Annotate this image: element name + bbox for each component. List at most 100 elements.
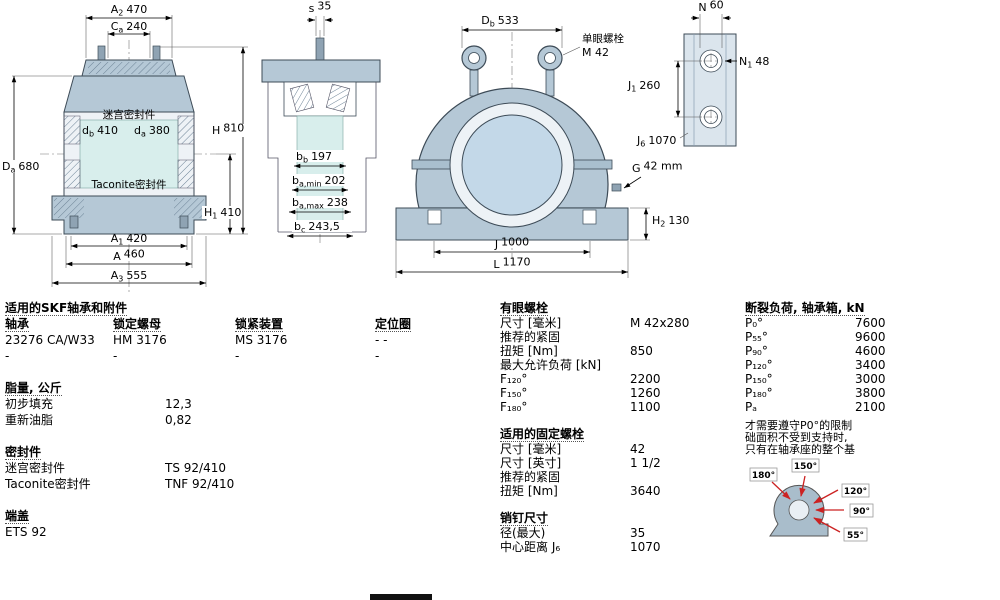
column-breaking-load: 断裂负荷, 轴承箱, kN P₀°7600 P₅₅°9600 P₉₀°4600 … <box>745 300 1000 456</box>
row-value: 3640 <box>630 484 661 498</box>
fixing-bolt-row: 尺寸 [毫米] 42 <box>500 442 745 456</box>
fixing-bolts-section-title: 适用的固定螺栓 <box>500 427 585 442</box>
locking-device-value: - <box>235 349 240 363</box>
eye-bolt-row: F₁₈₀°1100 <box>500 400 745 414</box>
svg-text:180°: 180° <box>752 471 775 481</box>
row-label: F₁₅₀° <box>500 386 528 400</box>
angle-label-120: 120° <box>841 483 870 498</box>
row-label: 尺寸 [英寸] <box>500 456 562 470</box>
pin-row: 径(最大)35 <box>500 526 745 540</box>
locating-ring-value: - - <box>375 333 388 347</box>
row-label: 扭矩 [Nm] <box>500 484 558 498</box>
row-value: 1 1/2 <box>630 456 661 470</box>
row-value: 3000 <box>855 372 886 386</box>
row-label: P₉₀° <box>745 344 768 358</box>
lock-nut-value: HM 3176 <box>113 333 167 347</box>
row-label: P₀° <box>745 316 764 330</box>
foot-bolt-slot <box>427 209 442 225</box>
row-value: 4600 <box>855 344 886 358</box>
end-cover-value: ETS 92 <box>5 525 47 539</box>
seal-section <box>63 115 81 145</box>
row-value: 12,3 <box>165 397 192 411</box>
angle-label-55: 55° <box>843 527 868 542</box>
svg-text:150°: 150° <box>794 462 817 472</box>
row-label: 中心距离 J₆ <box>500 540 561 554</box>
row-label: Pₐ <box>745 400 757 414</box>
angle-label-150: 150° <box>791 458 820 473</box>
grease-fitting <box>611 183 622 192</box>
row-label: 尺寸 [毫米] <box>500 442 562 456</box>
eyebolt-size-label: M 42 <box>582 46 609 59</box>
breaking-load-row: P₁₈₀°3800 <box>745 386 1000 400</box>
row-value: 850 <box>630 344 653 358</box>
roller <box>289 83 315 113</box>
cap-stud <box>152 45 161 61</box>
breaking-load-row: P₉₀° 4600 <box>745 344 1000 358</box>
base-bolt <box>179 215 189 229</box>
angle-label-90: 90° <box>849 503 874 518</box>
locating-ring-value: - <box>375 349 380 363</box>
breaking-load-section-title: 断裂负荷, 轴承箱, kN <box>745 301 865 316</box>
bearing-designation: - <box>5 349 10 363</box>
lock-nut-value: - <box>113 349 118 363</box>
breaking-load-notes: 才需要遵守P0°的限制 础面积不受到支持时, 只有在轴承座的整个基 <box>745 420 1000 456</box>
base-bolt <box>69 215 79 229</box>
row-value: 1260 <box>630 386 661 400</box>
row-value: 0,82 <box>165 413 192 427</box>
note-line: 只有在轴承座的整个基 <box>745 443 855 456</box>
cap-stud <box>97 45 106 61</box>
row-value: M 42x280 <box>630 316 690 330</box>
breaking-load-row: Pₐ 2100 <box>745 400 1000 414</box>
header-locating-ring: 定位圈 <box>375 317 412 332</box>
row-label: P₅₅° <box>745 330 768 344</box>
eye-bolt-row: 扭矩 [Nm]850 <box>500 344 745 358</box>
row-label: P₁₈₀° <box>745 386 773 400</box>
bearings-header-row: 轴承 锁定螺母 锁紧装置 定位圈 <box>5 316 465 332</box>
seal-row: Taconite密封件 TNF 92/410 <box>5 476 465 492</box>
foot-bolt-slot <box>582 209 597 225</box>
row-label: 最大允许负荷 [kN] <box>500 358 602 372</box>
row-label: Taconite密封件 <box>5 477 91 491</box>
row-value: 2100 <box>855 400 886 414</box>
header-lock-nut: 锁定螺母 <box>113 317 162 332</box>
taconite-seal-label: Taconite密封件 <box>91 178 167 191</box>
row-label: F₁₈₀° <box>500 400 528 414</box>
breaking-load-row: P₁₅₀°3000 <box>745 372 1000 386</box>
grease-section-title: 脂量, 公斤 <box>5 381 62 396</box>
row-label: 尺寸 [毫米] <box>500 316 562 330</box>
locking-device-value: MS 3176 <box>235 333 288 347</box>
row-value: 9600 <box>855 330 886 344</box>
seal-section <box>177 159 195 189</box>
header-bearing: 轴承 <box>5 317 30 332</box>
breaking-load-row: P₀°7600 <box>745 316 1000 330</box>
eyebolt-shank <box>545 69 555 97</box>
row-label: 迷宫密封件 <box>5 461 66 475</box>
row-label: F₁₂₀° <box>500 372 528 386</box>
load-arrow-180 <box>771 481 791 500</box>
row-value: 35 <box>630 526 646 540</box>
row-value: TNF 92/410 <box>165 477 235 491</box>
shaft-circle <box>461 114 563 216</box>
load-arrow-150 <box>799 475 806 497</box>
bearings-section-title: 适用的SKF轴承和附件 <box>5 301 128 316</box>
svg-text:120°: 120° <box>844 487 867 497</box>
row-value: 42 <box>630 442 646 456</box>
load-direction-diagram: 180° 150° 120° 90° 55° <box>749 458 874 542</box>
row-label: P₁₂₀° <box>745 358 773 372</box>
note-line: 才需要遵守P0°的限制 <box>745 419 853 432</box>
header-locking-device: 锁紧装置 <box>235 317 284 332</box>
